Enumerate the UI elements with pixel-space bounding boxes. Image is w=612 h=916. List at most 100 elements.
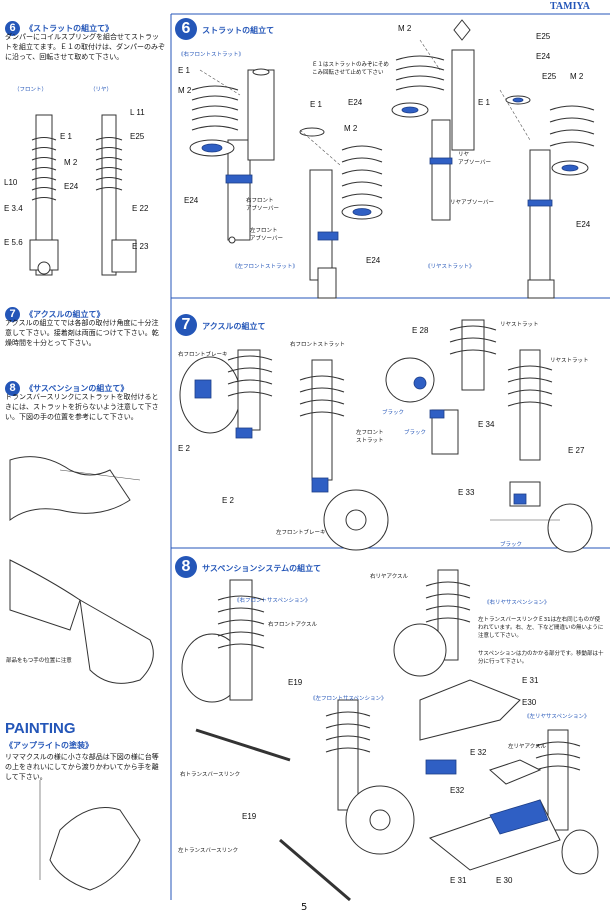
susp-lf	[279, 699, 415, 902]
hand-position-note: 部品をもつ手の位置に注意	[6, 658, 72, 664]
rear-label: （リヤ）	[90, 87, 113, 93]
black-note: ブラック	[500, 542, 523, 548]
part-E23: E 23	[132, 242, 149, 251]
part-M2: M 2	[570, 72, 584, 81]
part-E25: E25	[130, 132, 145, 141]
part-E25: E25	[542, 72, 557, 81]
part-E24: E24	[576, 220, 591, 229]
lr-axle: 左リヤアクスル	[508, 744, 547, 750]
part-E22: E 22	[132, 204, 149, 213]
left-step-8-text: トランスバースリンクにストラットを取付けるときには、ストラットを折らないよう注意…	[5, 393, 159, 421]
strut-rear-1	[391, 19, 475, 221]
part-E19: E19	[242, 812, 257, 821]
part-E30: E 30	[496, 876, 513, 885]
brand-logo: TAMIYA	[550, 1, 591, 12]
axle-lf	[299, 359, 389, 551]
rear-strut: リヤストラット	[500, 322, 539, 328]
lf-absorber: 左フロント アブソーバー	[250, 228, 283, 242]
step-title: 《ストラットの組立て》	[25, 24, 114, 33]
part-E1: E 1	[178, 66, 191, 75]
part-E1: E 1	[60, 132, 73, 141]
painting-title: PAINTING	[5, 720, 76, 737]
part-E30: E30	[522, 698, 537, 707]
step-badge: 7	[5, 307, 20, 322]
step-8-header: 8 サスペンションシステムの組立て	[175, 556, 321, 578]
part-M2: M 2	[344, 124, 358, 133]
painting-subtitle: 《アップライトの塗装》	[5, 741, 93, 750]
rf-brake: 右フロントブレーキ	[178, 352, 228, 358]
step-6-header: 6 ストラットの組立て	[175, 18, 274, 40]
part-E24: E24	[64, 182, 79, 191]
part-E31: E 31	[522, 676, 539, 685]
note-transverse: 左トランスバースリンクＥ31は左右同じものが使われています。右、左、下など間違い…	[478, 617, 604, 639]
left-step-6: 6 《ストラットの組立て》	[5, 16, 113, 36]
step-7-header: 7 アクスルの組立て	[175, 314, 265, 336]
rf-strut: 右フロントストラット	[290, 342, 346, 348]
step-title: 《サスペンションの組立て》	[25, 384, 129, 393]
front-label: （フロント）	[14, 87, 48, 93]
page-number: 5	[301, 902, 308, 913]
rf-absorber: 右フロント アブソーバー	[246, 198, 279, 212]
left-front-strut-drawing	[29, 114, 59, 276]
part-E19: E19	[288, 678, 303, 687]
left-step-7: 7 《アクスルの組立て》	[5, 302, 104, 322]
l-transverse-link: 左トランスバースリンク	[178, 848, 239, 854]
step-badge: 7	[175, 314, 197, 336]
part-E1: E 1	[478, 98, 491, 107]
part-E1: E 1	[310, 100, 323, 109]
black-note: ブラック	[404, 430, 427, 436]
rr-axle: 右リヤアクスル	[370, 574, 409, 580]
left-rear-strut-drawing	[95, 114, 137, 276]
strut-rear-2	[505, 95, 595, 299]
rear-absorber: リヤ アブソーバー	[458, 152, 491, 166]
rf-susp-label: 《右フロントサスペンション》	[234, 598, 311, 604]
strut-lf	[299, 127, 383, 299]
part-E2: E 2	[222, 496, 235, 505]
part-E25: E25	[536, 32, 551, 41]
step-badge: 6	[5, 21, 20, 36]
step-title: 《アクスルの組立て》	[25, 310, 105, 319]
left-step-8: 8 《サスペンションの組立て》	[5, 376, 128, 396]
rr-susp-label: 《右リヤサスペンション》	[484, 600, 550, 606]
lf-brake: 左フロントブレーキ	[276, 530, 326, 536]
step-badge: 8	[5, 381, 20, 396]
part-L10: L10	[4, 178, 18, 187]
axle-rear-2	[490, 349, 593, 553]
part-E31: E 31	[450, 876, 467, 885]
axle-rf	[179, 349, 273, 439]
step-badge: 6	[175, 18, 197, 40]
left-step-7-text: アクスルの組立てでは各部の取付け角度に十分注意して下さい。接着剤は両面につけて下…	[5, 319, 159, 347]
e1-note: Ｅ１はストラットのみぞにそめこみ回転させて止めて下さい	[312, 62, 389, 76]
part-E32: E 32	[470, 748, 487, 757]
part-E32: E32	[450, 786, 465, 795]
painting-text: リママクスルの様に小さな部品は下図の様に台等の上をきれいにしてから渡りかわいてか…	[5, 753, 159, 781]
rear-strut-2: リヤストラット	[550, 358, 589, 364]
left-step-6-text: ダンパーにコイルスプリングを組合せてストラットを組立てます。Ｅ１の取付けは、ダン…	[5, 33, 165, 61]
susp-lr	[428, 729, 599, 875]
strut-rf	[189, 68, 275, 244]
rf-axle: 右フロントアクスル	[268, 622, 318, 628]
part-E24: E24	[366, 256, 381, 265]
part-E24: E24	[184, 196, 199, 205]
lf-strut-label: 《左フロントストラット》	[232, 264, 299, 270]
part-L11: L 11	[130, 108, 145, 117]
part-E34: E 34	[478, 420, 495, 429]
part-E33: E 33	[458, 488, 475, 497]
r-transverse-link: 右トランスバースリンク	[180, 772, 241, 778]
part-E34: E 3.4	[4, 204, 23, 213]
part-E27: E 27	[568, 446, 585, 455]
part-M2: M 2	[398, 24, 412, 33]
part-E28: E 28	[412, 326, 429, 335]
note-suspension: サスペンションは力のかかる部分です。移動部は十分に行って下さい。	[478, 651, 604, 665]
step-title: ストラットの組立て	[202, 26, 275, 35]
lf-strut: 左フロント ストラット	[356, 430, 384, 444]
step-title: アクスルの組立て	[202, 322, 266, 331]
rear-absorber-2: リヤアブソーバー	[450, 200, 494, 206]
axle-rear-1	[385, 319, 497, 455]
lr-susp-label: 《左リヤサスペンション》	[524, 714, 590, 720]
susp-rr	[393, 569, 521, 775]
part-E24: E24	[536, 52, 551, 61]
rf-strut-label: 《右フロントストラット》	[178, 52, 245, 58]
step-title: サスペンションシステムの組立て	[202, 564, 322, 573]
